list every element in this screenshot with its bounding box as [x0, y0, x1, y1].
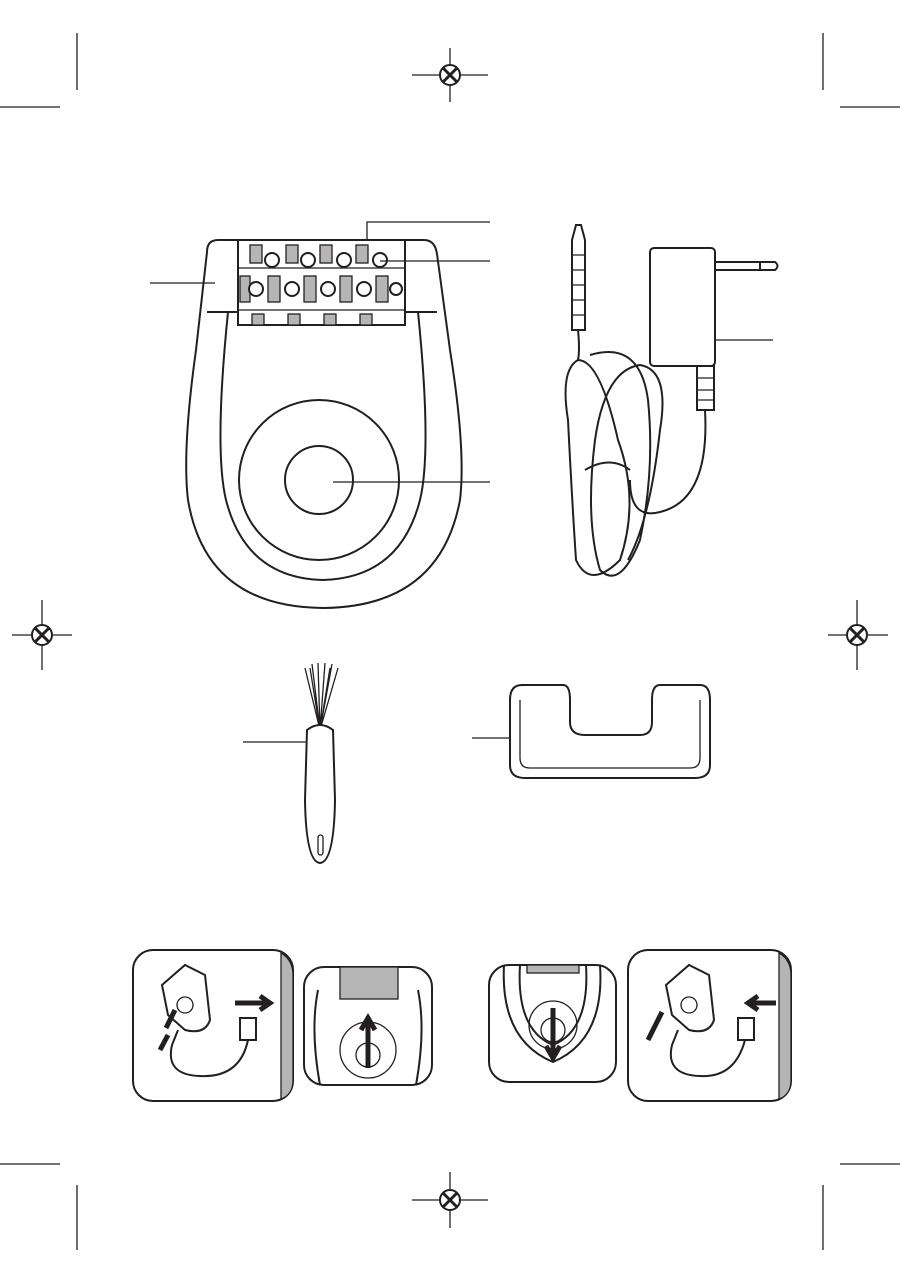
- charging-stand: [509, 684, 711, 779]
- registration-mark-right: [828, 600, 888, 670]
- crop-marks: [0, 33, 900, 1250]
- step-panel-4: [627, 949, 792, 1102]
- adapter-body: [649, 247, 716, 367]
- power-adapter: [564, 224, 779, 577]
- tweezers-rollers: [238, 244, 405, 326]
- step-panel-3: [488, 964, 617, 1083]
- step-panel-2: [303, 966, 433, 1086]
- leader-lines: [150, 221, 773, 743]
- registration-mark-bottom: [412, 1172, 488, 1228]
- registration-mark-left: [12, 600, 72, 670]
- registration-mark-top: [412, 48, 488, 102]
- device-plug: [571, 224, 586, 331]
- coiled-cord: [564, 351, 664, 577]
- switch-button: [284, 445, 354, 515]
- step-panel-1: [132, 949, 294, 1102]
- cleaning-brush: [303, 662, 339, 865]
- epilator: [185, 239, 463, 610]
